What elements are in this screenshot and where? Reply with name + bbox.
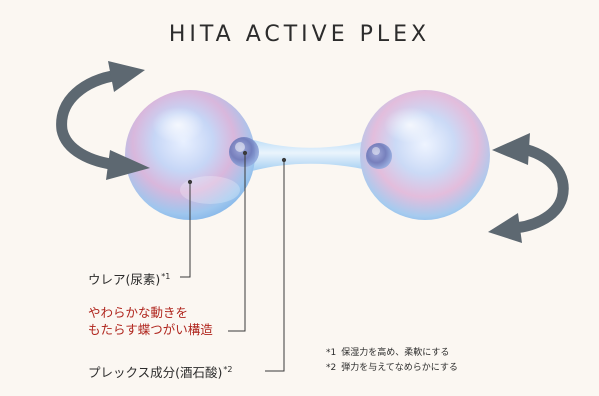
hinge-label-line1: やわらかな動きを xyxy=(88,305,189,320)
plex-ref-mark: *2 xyxy=(223,365,233,374)
plex-label: プレックス成分(酒石酸)*2 xyxy=(88,362,232,381)
hinge-node-right xyxy=(366,143,392,169)
hinge-label: やわらかな動きを もたらす蝶つがい構造 xyxy=(88,304,213,338)
hinge-label-line2: もたらす蝶つがい構造 xyxy=(88,322,213,337)
plex-label-text: プレックス成分(酒石酸) xyxy=(88,365,223,380)
urea-label-text: ウレア(尿素) xyxy=(88,272,161,287)
rotate-arrow-icon xyxy=(56,61,150,180)
page-title: HITA ACTIVE PLEX xyxy=(168,22,431,47)
rotate-arrow-icon xyxy=(488,133,569,243)
hinge-bridge xyxy=(240,135,385,175)
urea-ref-mark: *1 xyxy=(161,272,171,281)
leader-lines xyxy=(180,150,287,372)
urea-label: ウレア(尿素)*1 xyxy=(88,269,170,288)
